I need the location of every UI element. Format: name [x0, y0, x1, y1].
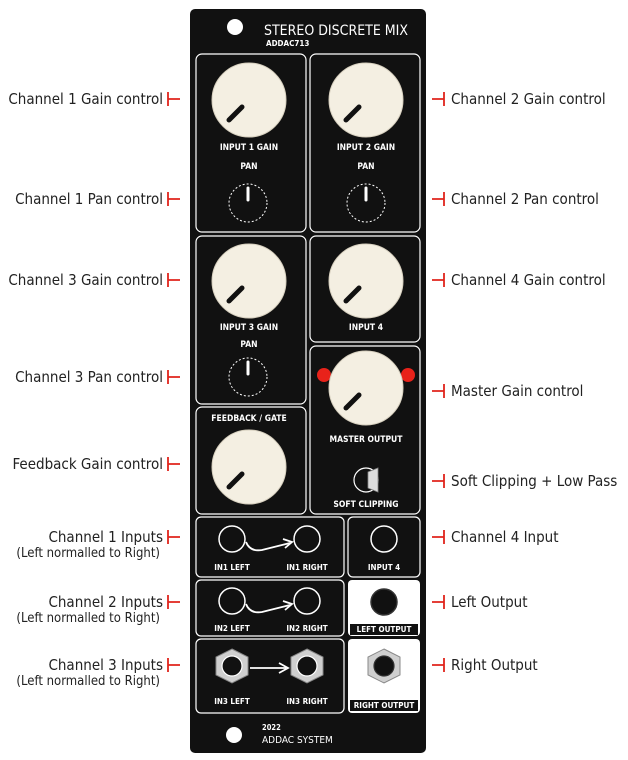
in3-left-label: IN3 LEFT: [214, 697, 250, 706]
annotation-ch1-pan: Channel 1 Pan control: [15, 190, 163, 208]
in1-right-label: IN1 RIGHT: [286, 563, 327, 572]
master-output-knob[interactable]: [328, 350, 404, 426]
annotation-soft-clip: Soft Clipping + Low Pass: [451, 472, 618, 490]
pan1-label: PAN: [240, 162, 257, 172]
section-ch1-inputs: [195, 516, 345, 578]
input4-jack-label: INPUT 4: [368, 563, 400, 572]
module-year: 2022: [262, 723, 281, 732]
annotation-feedback-gain: Feedback Gain control: [12, 455, 163, 473]
annotation-ch3-inputs-note: (Left normalled to Right): [16, 674, 160, 689]
annotation-ch1-inputs: Channel 1 Inputs: [48, 528, 163, 546]
in3-left-jack[interactable]: [215, 648, 249, 684]
in1-right-jack[interactable]: [293, 525, 321, 553]
input4-label: INPUT 4: [349, 323, 383, 333]
normal-arrow-3: [250, 662, 290, 674]
input4-gain-knob[interactable]: [328, 243, 404, 319]
pan2-label: PAN: [357, 162, 374, 172]
input4-jack[interactable]: [370, 525, 398, 553]
soft-clipping-label: SOFT CLIPPING: [333, 500, 398, 510]
annotation-ch2-inputs-note: (Left normalled to Right): [16, 611, 160, 626]
master-output-label: MASTER OUTPUT: [330, 435, 404, 445]
input1-gain-knob[interactable]: [211, 62, 287, 138]
left-output-label: LEFT OUTPUT: [357, 625, 412, 634]
module-title: STEREO DISCRETE MIX: [264, 23, 408, 39]
annotation-ch3-pan: Channel 3 Pan control: [15, 368, 163, 386]
input2-gain-knob[interactable]: [328, 62, 404, 138]
section-feedback: [195, 406, 307, 515]
input3-gain-knob[interactable]: [211, 243, 287, 319]
callout-markers: [167, 92, 445, 672]
annotation-ch2-pan: Channel 2 Pan control: [451, 190, 599, 208]
normal-arrow-2: [245, 600, 294, 614]
annotation-ch3-gain: Channel 3 Gain control: [8, 271, 163, 289]
in2-right-label: IN2 RIGHT: [286, 624, 327, 633]
feedback-gain-knob[interactable]: [211, 429, 287, 505]
mount-hole-top: [227, 19, 243, 35]
section-channel-4: [309, 235, 421, 343]
in3-right-label: IN3 RIGHT: [286, 697, 327, 706]
in1-left-label: IN1 LEFT: [214, 563, 250, 572]
mount-hole-bottom: [226, 727, 242, 743]
master-led-right: [401, 368, 415, 382]
section-channel-3: [195, 235, 307, 405]
annotation-ch3-inputs: Channel 3 Inputs: [48, 656, 163, 674]
annotation-ch1-inputs-note: (Left normalled to Right): [16, 546, 160, 561]
section-ch3-inputs: [195, 638, 345, 714]
section-channel-1: [195, 53, 307, 233]
annotation-ch4-input: Channel 4 Input: [451, 528, 559, 546]
in1-left-jack[interactable]: [218, 525, 246, 553]
pan3-knob[interactable]: [228, 357, 268, 397]
annotation-ch2-gain: Channel 2 Gain control: [451, 90, 606, 108]
annotation-master-gain: Master Gain control: [451, 382, 584, 400]
section-ch4-input: [347, 516, 421, 578]
soft-clipping-switch[interactable]: [353, 467, 379, 493]
module-model: ADDAC713: [266, 39, 309, 48]
right-output-label-bg: [350, 700, 418, 711]
feedback-gate-label: FEEDBACK / GATE: [211, 414, 286, 424]
pan1-knob[interactable]: [228, 183, 268, 223]
left-output-label-bg: [350, 624, 418, 635]
in3-right-jack[interactable]: [290, 648, 324, 684]
pan2-knob[interactable]: [346, 183, 386, 223]
module-brand: ADDAC SYSTEM: [262, 735, 333, 746]
input2-gain-label: INPUT 2 GAIN: [337, 143, 395, 153]
input3-gain-label: INPUT 3 GAIN: [220, 323, 278, 333]
right-output-jack[interactable]: [367, 648, 401, 684]
input1-gain-label: INPUT 1 GAIN: [220, 143, 278, 153]
in2-left-jack[interactable]: [218, 587, 246, 615]
section-ch2-inputs: [195, 579, 345, 637]
section-master: [309, 345, 421, 515]
annotation-right-output: Right Output: [451, 656, 538, 674]
annotation-ch1-gain: Channel 1 Gain control: [8, 90, 163, 108]
annotation-left-output: Left Output: [451, 593, 528, 611]
right-output-label: RIGHT OUTPUT: [354, 701, 415, 710]
left-output-jack[interactable]: [370, 588, 398, 616]
annotation-ch4-gain: Channel 4 Gain control: [451, 271, 606, 289]
in2-right-jack[interactable]: [293, 587, 321, 615]
in2-left-label: IN2 LEFT: [214, 624, 250, 633]
pan3-label: PAN: [240, 340, 257, 350]
annotation-ch2-inputs: Channel 2 Inputs: [48, 593, 163, 611]
master-led-left: [317, 368, 331, 382]
normal-arrow-1: [245, 538, 294, 552]
section-channel-2: [309, 53, 421, 233]
